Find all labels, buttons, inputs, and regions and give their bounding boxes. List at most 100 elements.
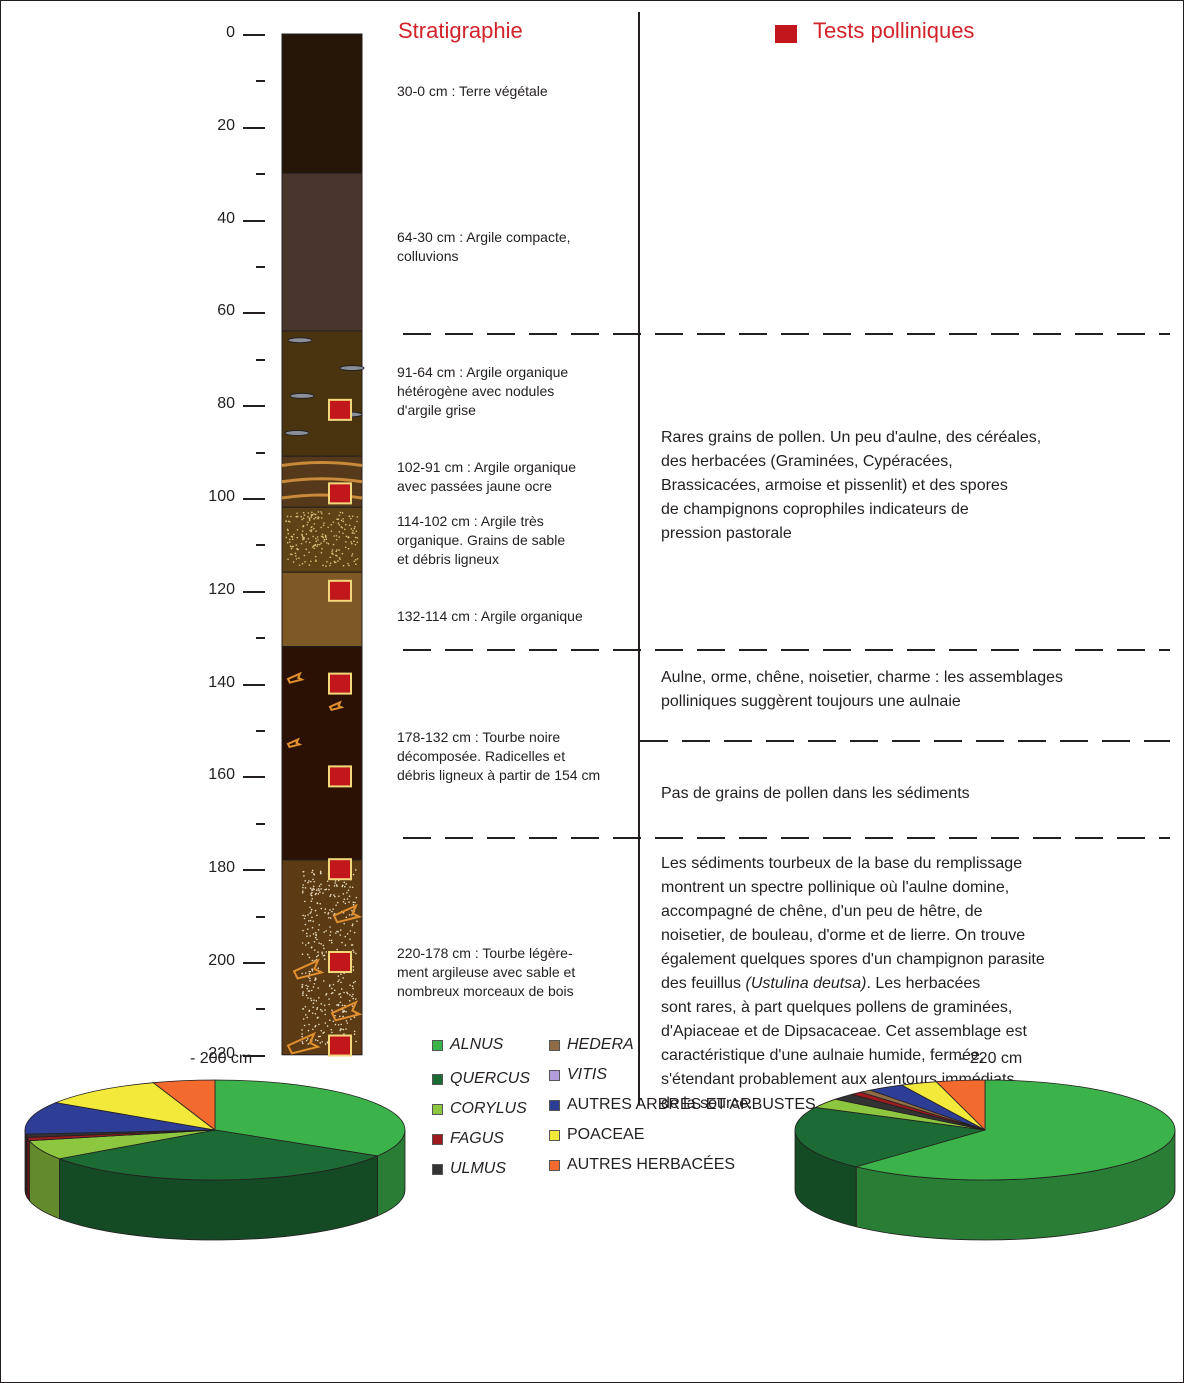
- sand-grain: [330, 523, 333, 526]
- sand-grain: [320, 888, 322, 890]
- sand-grain: [350, 542, 353, 545]
- layer-description: 102-91 cm : Argile organique avec passée…: [397, 459, 576, 494]
- sand-grain: [320, 907, 323, 910]
- sand-grain: [328, 985, 331, 987]
- sand-grain: [310, 892, 312, 895]
- pie-slice: [152, 1079, 216, 1131]
- sand-grain: [325, 565, 327, 567]
- sand-grain: [325, 930, 327, 932]
- sand-grain: [309, 979, 311, 982]
- depth-tick-label: 80: [217, 395, 235, 413]
- sand-grain: [332, 908, 334, 910]
- legend-item: AUTRES ARBRES ET ARBUSTES: [549, 1096, 816, 1114]
- legend-label: FAGUS: [450, 1130, 504, 1147]
- sand-grain: [295, 555, 297, 557]
- pollen-sample-marker: [328, 672, 352, 695]
- sand-grain: [323, 540, 325, 543]
- sand-grain: [335, 554, 337, 557]
- sand-grain: [301, 1041, 304, 1043]
- sand-grain: [329, 895, 331, 897]
- sand-grain: [296, 528, 299, 531]
- sand-grain: [344, 935, 347, 938]
- sand-grain: [320, 511, 322, 513]
- layer-description: 64-30 cm : Argile compacte, colluvions: [397, 229, 571, 264]
- sand-grain: [324, 908, 327, 910]
- pollen-sample-marker: [328, 579, 352, 602]
- sand-grain: [318, 889, 320, 892]
- sand-grain: [352, 949, 354, 952]
- sand-grain: [316, 955, 318, 958]
- sand-grain: [305, 1039, 308, 1042]
- sand-grain: [317, 511, 320, 513]
- sand-grain: [328, 1003, 330, 1006]
- sand-grain: [321, 547, 323, 550]
- sand-grain: [349, 517, 352, 520]
- sand-grain: [322, 564, 324, 567]
- sand-grain: [351, 914, 353, 916]
- depth-minor-tick: [256, 266, 265, 268]
- depth-major-tick: [243, 126, 265, 129]
- sand-grain: [302, 870, 305, 873]
- sand-grain: [344, 944, 347, 947]
- sand-grain: [337, 975, 340, 977]
- clay-nodule: [287, 337, 313, 344]
- sand-grain: [309, 919, 312, 922]
- sand-grain: [351, 985, 354, 988]
- sand-grain: [345, 883, 347, 885]
- sand-grain: [343, 898, 346, 901]
- sand-grain: [340, 526, 342, 528]
- sand-grain: [313, 880, 315, 883]
- sand-grain: [305, 932, 308, 935]
- sand-grain: [302, 884, 304, 886]
- sand-grain: [317, 516, 320, 518]
- sand-grain: [313, 873, 316, 876]
- sand-grain: [301, 891, 304, 894]
- sand-grain: [348, 895, 351, 898]
- sand-grain: [322, 954, 325, 957]
- sand-grain: [339, 934, 342, 936]
- sand-grain: [354, 543, 357, 546]
- sand-grain: [301, 518, 303, 521]
- wood-fragment: [286, 737, 303, 749]
- result-text-1: Rares grains de pollen. Un peu d'aulne, …: [661, 429, 1042, 542]
- sand-grain: [354, 998, 357, 1000]
- sand-grain: [352, 901, 355, 904]
- sand-grain: [300, 542, 303, 545]
- sand-grain: [331, 551, 333, 553]
- sand-grain: [345, 535, 348, 538]
- sand-grain: [305, 548, 308, 551]
- sand-grain: [327, 543, 330, 545]
- legend-swatch: [549, 1039, 560, 1051]
- sand-grain: [305, 533, 308, 535]
- sand-grain: [313, 888, 315, 891]
- sand-grain: [348, 1000, 351, 1002]
- depth-minor-tick: [256, 637, 265, 640]
- sand-grain: [356, 557, 359, 560]
- sand-grain: [311, 968, 313, 971]
- sand-grain: [306, 1038, 309, 1040]
- sand-grain: [305, 994, 308, 997]
- sand-grain: [338, 531, 341, 533]
- sand-grain: [310, 908, 313, 911]
- sand-grain: [327, 526, 329, 529]
- sand-grain: [307, 985, 309, 988]
- sand-grain: [307, 521, 309, 524]
- sand-grain: [353, 951, 355, 953]
- sand-grain: [310, 880, 312, 883]
- sand-grain: [285, 520, 288, 523]
- sand-grain: [303, 875, 305, 877]
- sand-grain: [317, 951, 319, 953]
- sand-grain: [339, 1029, 342, 1032]
- sand-grain: [355, 952, 357, 955]
- sand-grain: [320, 883, 322, 886]
- sand-grain: [346, 898, 349, 900]
- legend-label: VITIS: [567, 1066, 608, 1083]
- sand-grain: [314, 516, 317, 519]
- sand-grain: [324, 888, 326, 891]
- sand-grain: [356, 920, 358, 922]
- result-text-3: Pas de grains de pollen dans les sédimen…: [661, 785, 970, 802]
- sand-grain: [323, 958, 326, 960]
- sand-grain: [312, 545, 315, 547]
- sand-grain: [355, 1040, 357, 1043]
